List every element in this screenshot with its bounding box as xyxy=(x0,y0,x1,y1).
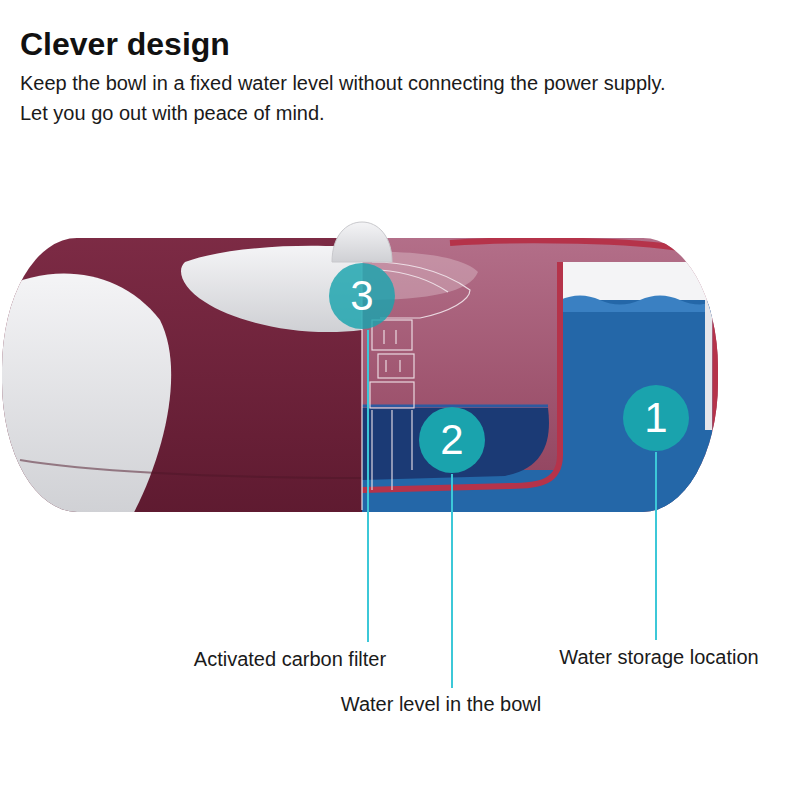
housing xyxy=(362,238,718,512)
leader-line xyxy=(451,474,453,688)
leader-line xyxy=(367,330,369,642)
filter-detail xyxy=(384,330,400,372)
housing xyxy=(2,238,362,512)
filter-frame xyxy=(378,354,414,378)
callout-number: 2 xyxy=(419,407,485,473)
tank-water xyxy=(560,300,712,510)
subtitle: Keep the bowl in a fixed water level wit… xyxy=(20,72,666,95)
spout-dome xyxy=(332,222,392,262)
end-cap xyxy=(2,273,171,512)
water-surface xyxy=(560,296,718,313)
housing-edge xyxy=(2,238,60,290)
part-label: Water storage location xyxy=(559,646,758,669)
filter-frame xyxy=(370,382,414,408)
callout-text: 1 xyxy=(644,397,667,439)
cutaway-half xyxy=(362,230,725,520)
title: Clever design xyxy=(20,26,230,63)
callout-text: 3 xyxy=(350,275,373,317)
callout-number: 1 xyxy=(623,385,689,451)
part-label: Activated carbon filter xyxy=(194,648,386,671)
callout-text: 2 xyxy=(440,419,463,461)
tank-window xyxy=(705,300,712,430)
seam xyxy=(20,460,362,478)
exterior-half xyxy=(0,230,362,520)
callout-number: 3 xyxy=(329,263,395,329)
subtitle: Let you go out with peace of mind. xyxy=(20,102,325,125)
leader-line xyxy=(655,452,657,640)
filter-frame xyxy=(372,410,412,490)
bowl-water xyxy=(362,408,549,480)
part-label: Water level in the bowl xyxy=(341,693,541,716)
